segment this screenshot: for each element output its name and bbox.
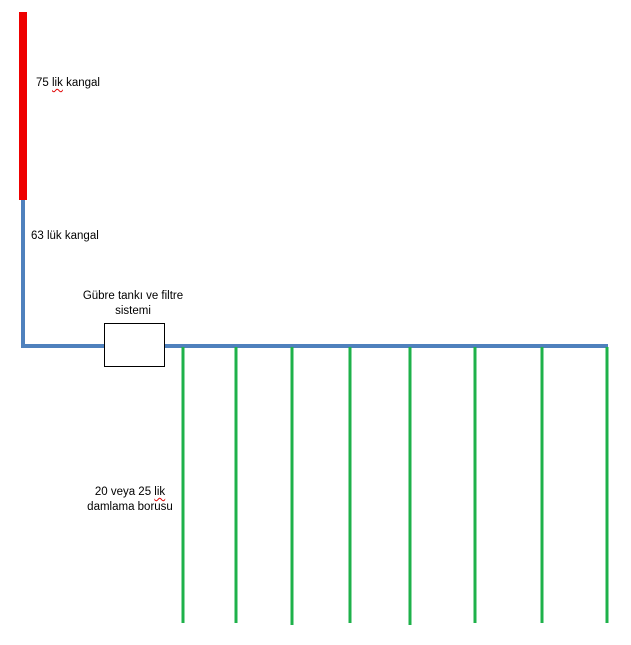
label-drip-line1: 20 veya 25 lik [78, 485, 182, 500]
label-75-pipe: 75 lik kangal [36, 76, 100, 91]
label-tank-line2: sistemi [115, 305, 151, 317]
label-63-pipe: 63 lük kangal [31, 230, 99, 242]
label-75-suffix: lik [52, 77, 63, 89]
drip-lines [181, 347, 609, 625]
label-drip-suffix: lik [154, 486, 166, 498]
label-tank-filter: Gübre tankı ve filtre sistemi [72, 289, 194, 319]
label-75-number: 75 [36, 77, 49, 89]
label-75-rest: kangal [66, 77, 100, 89]
label-drip-line2: damlama borusu [87, 501, 173, 513]
fertilizer-tank-box [104, 323, 165, 367]
label-drip-prefix: 20 veya 25 [94, 486, 152, 498]
label-tank-line1: Gübre tankı ve filtre [82, 290, 184, 302]
label-drip-pipe: 20 veya 25 lik damlama borusu [78, 485, 182, 515]
